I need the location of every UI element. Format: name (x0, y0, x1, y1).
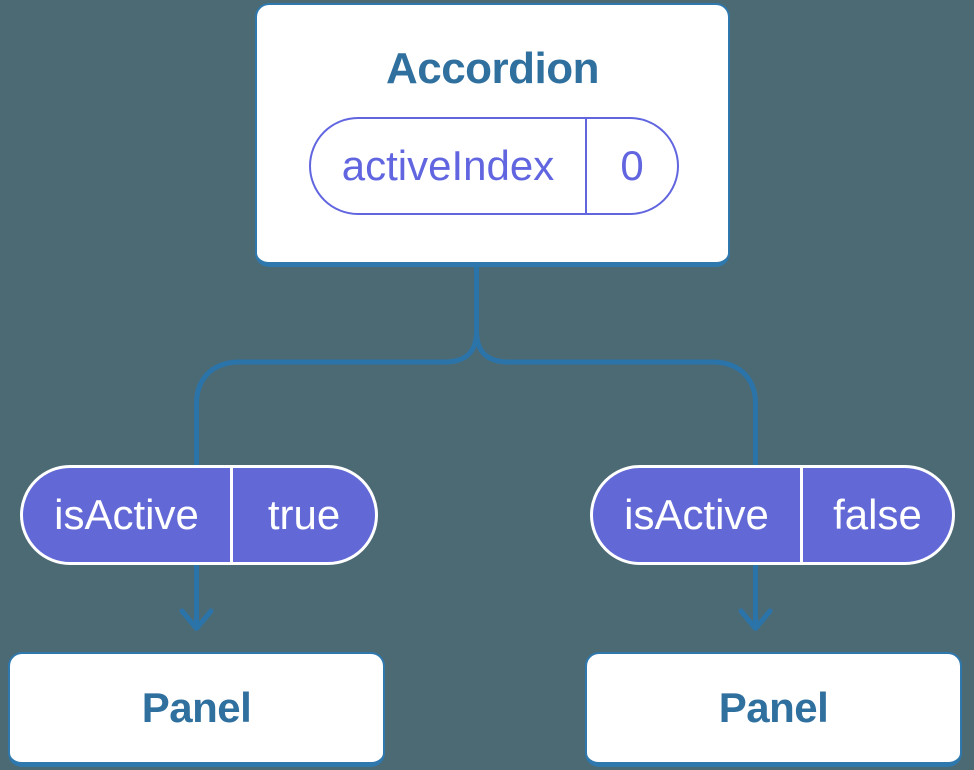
state-pill: activeIndex 0 (309, 117, 679, 215)
prop-pill-isactive-false: isActive false (590, 465, 955, 565)
prop-value: false (800, 468, 952, 562)
arrow-down-icon (738, 608, 773, 631)
state-value: 0 (585, 119, 677, 213)
panel-node-left: Panel (8, 652, 385, 767)
prop-name: isActive (624, 491, 769, 538)
panel-label: Panel (141, 684, 252, 731)
prop-value: true (230, 468, 375, 562)
prop-name: isActive (54, 491, 199, 538)
connector-left-branch (194, 264, 479, 629)
accordion-title: Accordion (385, 44, 600, 93)
accordion-node: Accordion activeIndex 0 (255, 3, 730, 267)
arrow-down-icon (179, 608, 214, 631)
panel-node-right: Panel (585, 652, 962, 767)
state-name: activeIndex (341, 142, 555, 189)
prop-pill-isactive-true: isActive true (20, 465, 378, 565)
connector-right-branch (474, 264, 758, 629)
panel-label: Panel (718, 684, 829, 731)
